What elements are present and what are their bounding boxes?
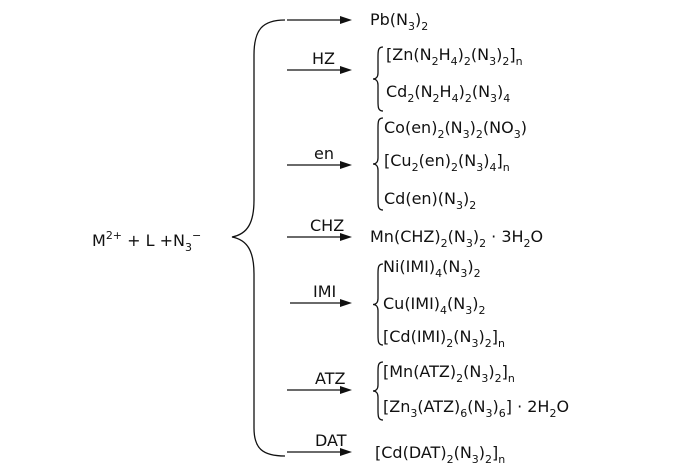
ligand-label: en <box>314 144 334 163</box>
branch-en: en Co(en)2(N3)2(NO3) [Cu2(en)2(N3)4]nCd(en… <box>287 117 527 212</box>
branch-dat: DAT [Cd(DAT)2(N3)2]n <box>287 431 505 466</box>
product-formula: [Cu2(en)2(N3)4]n <box>384 151 510 174</box>
product-formula: [Cd(DAT)2(N3)2]n <box>375 443 505 466</box>
ligand-label: IMI <box>313 282 336 301</box>
branch-chz: CHZ Mn(CHZ)2(N3)2 · 3H2O <box>287 216 543 250</box>
main-brace <box>231 19 286 457</box>
product-brace <box>372 263 384 346</box>
plus-ligand: + L + <box>122 231 173 250</box>
product-formula: Pb(N3)2 <box>370 10 428 33</box>
product-brace <box>372 117 384 211</box>
arrow-head <box>340 16 352 24</box>
arrow-head <box>340 299 352 307</box>
reactant-formula: M2+ + L +N3− <box>92 229 201 254</box>
ligand-label: HZ <box>312 49 335 68</box>
product-formula: Cu(IMI)4(N3)2 <box>383 294 486 317</box>
product-formula: [Cd(IMI)2(N3)2]n <box>383 327 505 350</box>
azide-charge: − <box>192 229 201 242</box>
ligand-label: DAT <box>315 431 347 450</box>
arrow-head <box>340 233 352 241</box>
product-brace <box>372 46 384 112</box>
arrow-head <box>340 386 352 394</box>
product-formula: [Zn3(ATZ)6(N3)6] · 2H2O <box>383 397 569 420</box>
azide-n: N <box>173 231 185 250</box>
arrow-head <box>340 448 352 456</box>
branch-atz: ATZ [Mn(ATZ)2(N3)2]n [Zn3(ATZ)6(N3)6] · 2H… <box>287 361 569 421</box>
product-formula: [Zn(N2H4)2(N3)2]n <box>386 45 523 68</box>
product-brace <box>372 361 384 421</box>
arrow-head <box>340 66 352 74</box>
product-formula: Mn(CHZ)2(N3)2 · 3H2O <box>370 227 543 250</box>
arrow-head <box>340 161 352 169</box>
product-formula: Cd2(N2H4)2(N3)4 <box>386 82 510 105</box>
branch-imi: IMI Ni(IMI)4(N3)2Cu(IMI)4(N3)2 [Cd(IMI)2(N… <box>290 257 505 350</box>
ligand-label: CHZ <box>310 216 344 235</box>
metal-symbol: M <box>92 231 106 250</box>
product-formula: Co(en)2(N3)2(NO3) <box>384 118 527 141</box>
ligand-label: ATZ <box>315 369 345 388</box>
product-formula: [Mn(ATZ)2(N3)2]n <box>383 362 515 385</box>
branches-group: Pb(N3)2HZ [Zn(N2H4)2(N3)2]nCd2(N2H4)2(N3)… <box>287 10 569 466</box>
branch-direct: Pb(N3)2 <box>287 10 428 33</box>
product-formula: Ni(IMI)4(N3)2 <box>383 257 481 280</box>
azide-sub: 3 <box>185 241 192 254</box>
product-formula: Cd(en)(N3)2 <box>384 189 476 212</box>
metal-charge: 2+ <box>106 229 122 242</box>
